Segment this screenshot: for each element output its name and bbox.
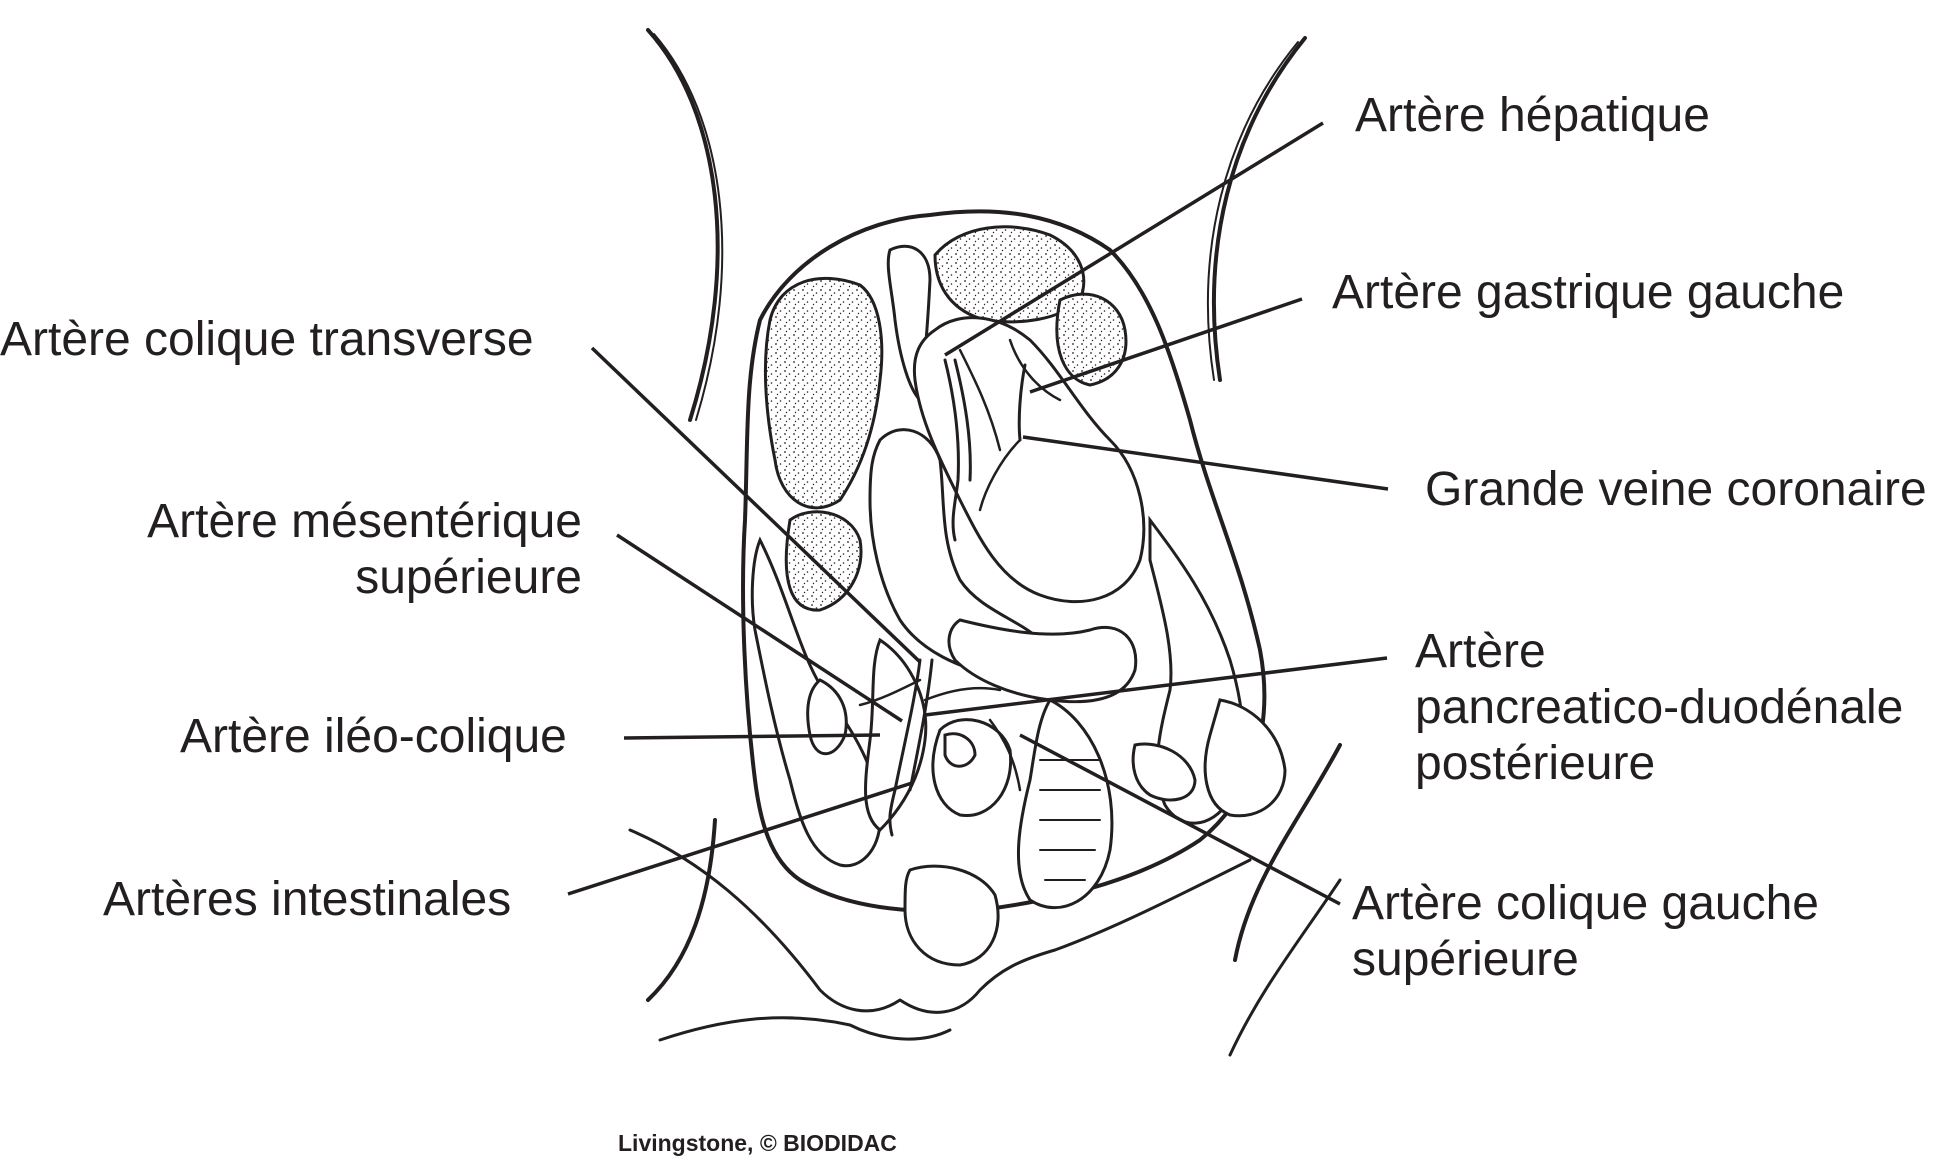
leader-left-gastric	[1029, 297, 1303, 394]
label-superior-mesenteric-line1: Artère mésentérique	[147, 495, 582, 548]
label-intestinal-arteries: Artères intestinales	[103, 873, 512, 926]
blood-vessels	[858, 358, 1027, 837]
leader-lines	[567, 121, 1389, 906]
colon	[750, 515, 1287, 868]
label-pancreaticoduodenal-artery: Artère pancreatico-duodénale postérieure	[1415, 624, 1903, 792]
label-superior-mesenteric-line2: supérieure	[355, 551, 582, 604]
stomach	[912, 316, 1146, 603]
small-intestine	[806, 637, 1114, 967]
label-left-colic-line2: supérieure	[1352, 933, 1579, 986]
label-left-colic-artery: Artère colique gauche supérieure	[1352, 876, 1819, 988]
liver	[763, 225, 1128, 612]
abdominal-cavity	[741, 209, 1267, 914]
label-superior-mesenteric-artery: Artère mésentérique supérieure	[92, 494, 582, 606]
leader-superior-mesenteric	[616, 533, 903, 723]
label-hepatic-artery: Artère hépatique	[1355, 89, 1710, 142]
leader-pancreaticoduodenal	[924, 656, 1388, 717]
leader-coronary-vein	[1022, 435, 1389, 491]
label-left-colic-line1: Artère colique gauche	[1352, 877, 1819, 930]
credit-line: Livingstone, © BIODIDAC	[618, 1130, 897, 1156]
label-ileocolic-artery: Artère iléo-colique	[180, 710, 567, 763]
label-great-coronary-vein: Grande veine coronaire	[1425, 463, 1927, 516]
label-pancreaticoduodenal-line2: pancreatico-duodénale	[1415, 681, 1904, 734]
label-pancreaticoduodenal-line1: Artère	[1415, 625, 1546, 678]
leader-transverse-colic	[590, 346, 922, 664]
leader-hepatic	[944, 121, 1324, 357]
pancreas-duodenum	[868, 428, 1138, 704]
leader-ileocolic	[623, 733, 881, 740]
leader-left-colic	[1019, 733, 1341, 906]
label-left-gastric-artery: Artère gastrique gauche	[1332, 266, 1845, 319]
body-outline	[628, 28, 1342, 1057]
label-transverse-colic-artery: Artère colique transverse	[0, 313, 534, 366]
leader-intestinal	[567, 781, 913, 896]
label-pancreaticoduodenal-line3: postérieure	[1415, 737, 1656, 790]
